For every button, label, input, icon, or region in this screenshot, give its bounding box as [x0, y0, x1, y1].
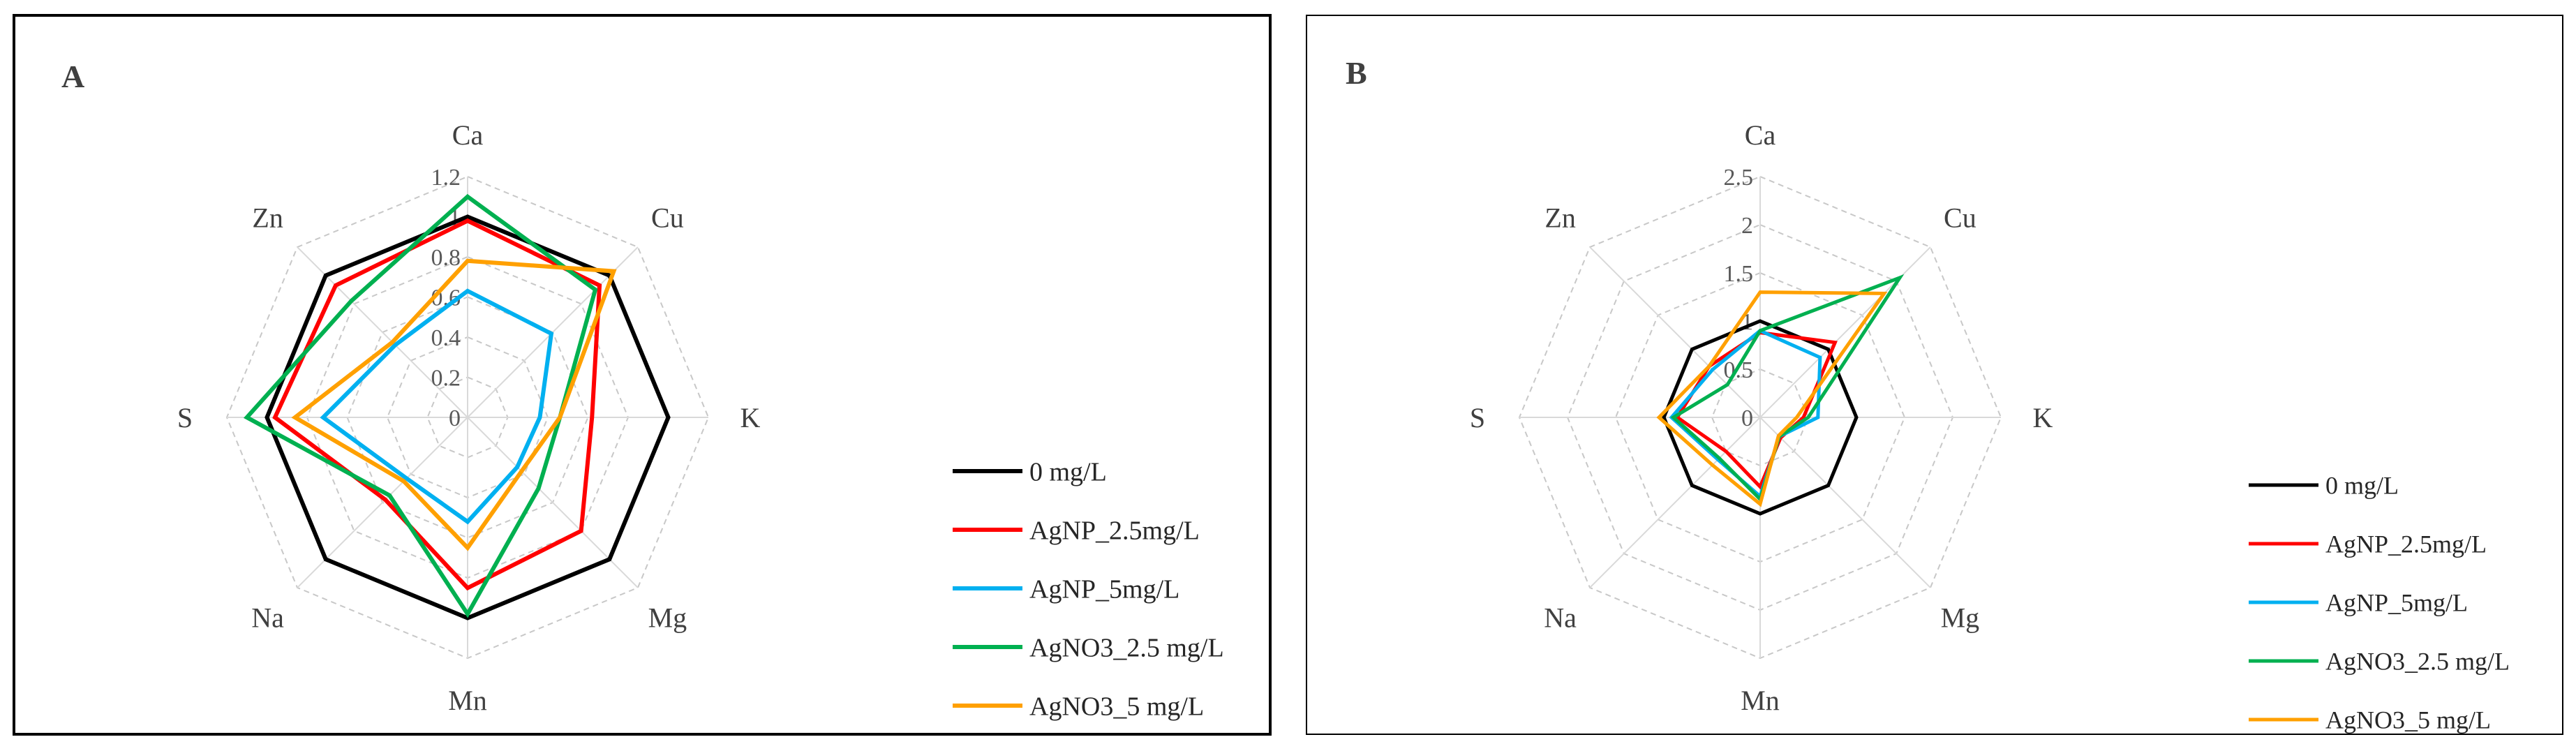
radar-b-spoke-zn	[1589, 246, 1761, 418]
radar-a-tick-label: 0.4	[431, 325, 461, 351]
radar-b-axis-label-mn: Mn	[1741, 685, 1780, 716]
radar-b-tick-label: 2.5	[1724, 165, 1754, 191]
radar-b-legend-label-agno3-5-mg-l: AgNO3_5 mg/L	[2325, 706, 2491, 734]
radar-a-axis-label-s: S	[177, 402, 193, 433]
radar-a-legend-label-agnp-2-5mg-l: AgNP_2.5mg/L	[1029, 516, 1200, 545]
radar-b-series-agno3-5-mg-l	[1656, 290, 1888, 507]
panel-a-frame	[13, 14, 1272, 736]
panel-b-letter: B	[1346, 55, 1367, 91]
radar-a-axis-label-mn: Mn	[448, 685, 487, 716]
radar-a-series-agno3-2-5-mg-l	[243, 193, 598, 618]
legend-b: 0 mg/L AgNP_2.5mg/L AgNP_5mg/L AgNO3_2.5 mg…	[2249, 472, 2510, 734]
radar-a-legend-label-agno3-5-mg-l: AgNO3_5 mg/L	[1029, 692, 1204, 721]
radar-a-grid-ring	[426, 376, 509, 459]
radar-a-tick-label: 0.2	[431, 366, 461, 392]
radar-a-legend-label-agnp-5mg-l: AgNP_5mg/L	[1029, 574, 1179, 604]
radar-b-tick-label: 0.5	[1724, 357, 1754, 383]
radar-a-tick-label: 0	[449, 406, 461, 431]
radar-a-tick-label: 1.2	[431, 165, 461, 191]
radar-b-legend-label-agnp-5mg-l: AgNP_5mg/L	[2325, 589, 2468, 617]
radar-a-legend-label-0-mg-l: 0 mg/L	[1029, 457, 1107, 486]
radar-b-axis-label-cu: Cu	[1944, 202, 1976, 234]
radar-a-tick-label: 0.8	[431, 245, 461, 271]
radar-a-axis-label-cu: Cu	[651, 202, 684, 234]
radar-a-series-agnp-5mg-l	[320, 288, 554, 525]
radar-b-axis-label-k: K	[2033, 402, 2053, 433]
radar-b-axis-label-ca: Ca	[1745, 119, 1776, 151]
radar-b-axis-label-zn: Zn	[1544, 202, 1575, 234]
radar-b-spoke-na	[1589, 417, 1761, 588]
radar-b-tick-label: 1.5	[1724, 261, 1754, 287]
legend-a: 0 mg/L AgNP_2.5mg/L AgNP_5mg/L AgNO3_2.5 mg…	[953, 457, 1224, 721]
radar-a-axis-label-ca: Ca	[452, 119, 484, 151]
radar-b-legend-label-0-mg-l: 0 mg/L	[2325, 472, 2399, 500]
radar-b-axis-label-na: Na	[1544, 602, 1577, 633]
panel-a-letter: A	[61, 59, 84, 94]
radar-b-tick-label: 2	[1741, 213, 1753, 239]
radar-a-axis-label-na: Na	[251, 602, 284, 633]
radar-a-legend-label-agno3-2-5-mg-l: AgNO3_2.5 mg/L	[1029, 633, 1224, 662]
radar-b-legend-label-agno3-2-5-mg-l: AgNO3_2.5 mg/L	[2325, 648, 2510, 676]
radar-b-axis-label-s: S	[1470, 402, 1485, 433]
radar-a-series-0-mg-l	[265, 214, 671, 620]
radar-a-axis-label-k: K	[740, 402, 761, 433]
radar-a-series-agnp-2-5mg-l	[272, 218, 602, 591]
radar-b-tick-label: 0	[1741, 406, 1753, 431]
radar-b-axis-label-mg: Mg	[1941, 602, 1980, 633]
radar-a-axis-label-mg: Mg	[648, 602, 687, 633]
radar-a-axis-label-zn: Zn	[252, 202, 283, 234]
radar-b-legend-label-agnp-2-5mg-l: AgNP_2.5mg/L	[2325, 530, 2487, 558]
radar-b-spoke-mg	[1759, 417, 1931, 588]
radar-a-series-agno3-5-mg-l	[291, 258, 617, 551]
